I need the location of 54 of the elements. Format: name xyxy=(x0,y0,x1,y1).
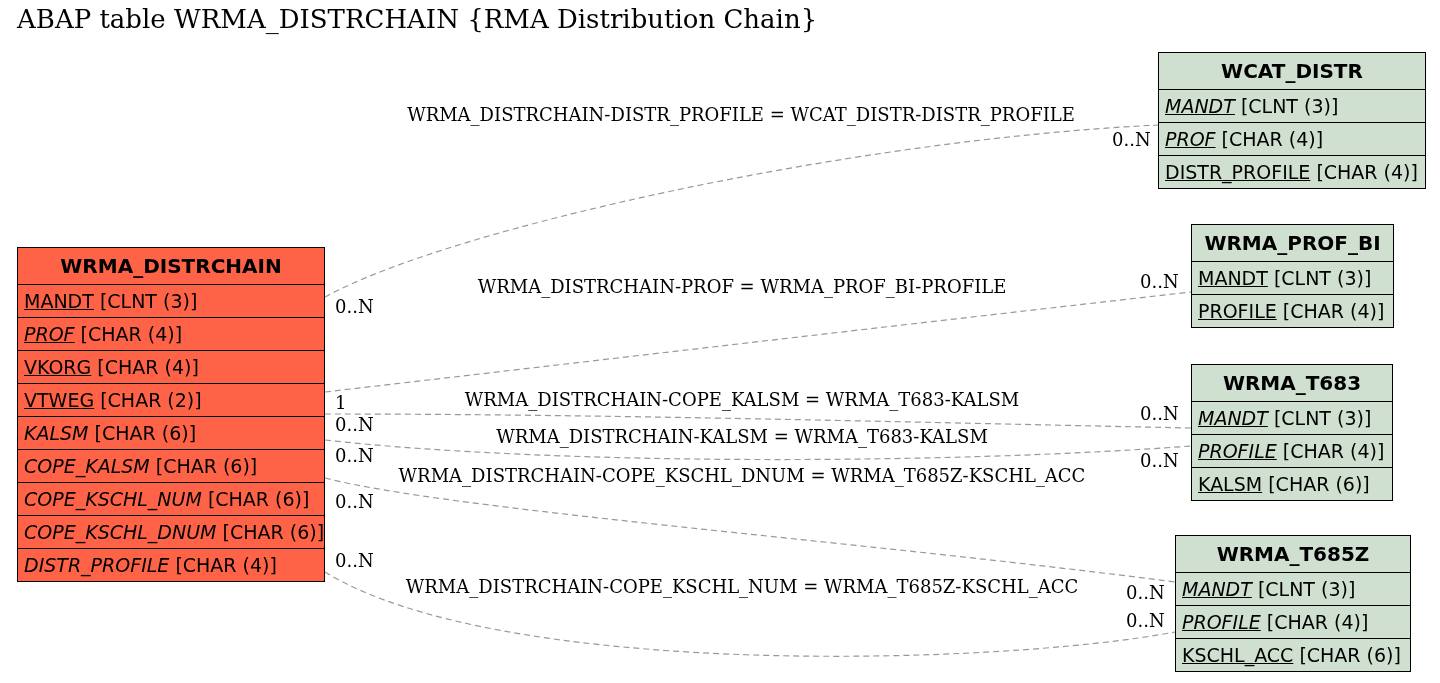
edge-label: WRMA_DISTRCHAIN-COPE_KALSM = WRMA_T683-KALSM xyxy=(462,389,1022,410)
field-row: PROF [CHAR (4)] xyxy=(1159,122,1425,155)
entity-table xyxy=(1191,364,1393,501)
cardinality-label: 0..N xyxy=(335,493,374,511)
cardinality-label: 1 xyxy=(335,394,347,412)
field-row: KSCHL_ACC [CHAR (6)] xyxy=(1176,638,1410,671)
field-row: PROFILE [CHAR (4)] xyxy=(1192,294,1393,327)
field-row: PROFILE [CHAR (4)] xyxy=(1176,605,1410,638)
field-row: DISTR_PROFILE [CHAR (4)] xyxy=(18,548,324,581)
field-row: VKORG [CHAR (4)] xyxy=(18,350,324,383)
field-row: PROF [CHAR (4)] xyxy=(18,317,324,350)
field-row: PROFILE [CHAR (4)] xyxy=(1192,434,1392,467)
cardinality-label: 0..N xyxy=(1112,131,1151,149)
entity-table xyxy=(1191,224,1394,328)
relationship-line xyxy=(324,477,1176,583)
field-row: COPE_KALSM [CHAR (6)] xyxy=(18,449,324,482)
cardinality-label: 0..N xyxy=(335,298,374,316)
field-row: COPE_KSCHL_NUM [CHAR (6)] xyxy=(18,482,324,515)
table-name: WRMA_DISTRCHAIN xyxy=(59,253,283,280)
relationship-line xyxy=(324,291,1192,393)
cardinality-label: 0..N xyxy=(1140,452,1179,470)
field-row: DISTR_PROFILE [CHAR (4)] xyxy=(1159,155,1425,188)
table-name: WRMA_T683 xyxy=(1221,370,1363,397)
edge-label: WRMA_DISTRCHAIN-COPE_KSCHL_NUM = WRMA_T685Z-KSCHL_ACC xyxy=(403,576,1081,597)
table-name: WRMA_T685Z xyxy=(1215,541,1371,568)
field-row: COPE_KSCHL_DNUM [CHAR (6)] xyxy=(18,515,324,548)
relationship-line xyxy=(324,124,1159,298)
cardinality-label: 0..N xyxy=(1140,405,1179,423)
field-row: KALSM [CHAR (6)] xyxy=(1192,467,1392,500)
relationship-line xyxy=(324,439,1192,461)
field-row: VTWEG [CHAR (2)] xyxy=(18,383,324,416)
cardinality-label: 0..N xyxy=(1126,584,1165,602)
field-row: MANDT [CLNT (3)] xyxy=(1192,401,1392,434)
edge-label: WRMA_DISTRCHAIN-KALSM = WRMA_T683-KALSM xyxy=(494,426,990,447)
table-name: WCAT_DISTR xyxy=(1220,58,1364,85)
edge-label: WRMA_DISTRCHAIN-DISTR_PROFILE = WCAT_DISTR-DISTR_PROFILE xyxy=(405,104,1077,125)
relationship-line xyxy=(324,571,1176,657)
entity-table xyxy=(1175,535,1411,672)
field-row: MANDT [CLNT (3)] xyxy=(18,284,324,317)
edge-label: WRMA_DISTRCHAIN-COPE_KSCHL_DNUM = WRMA_T685Z-KSCHL_ACC xyxy=(396,465,1088,486)
field-row: KALSM [CHAR (6)] xyxy=(18,416,324,449)
entity-table xyxy=(17,247,325,582)
diagram-title: ABAP table WRMA_DISTRCHAIN {RMA Distribution Chain} xyxy=(17,4,818,34)
table-name: WRMA_PROF_BI xyxy=(1203,230,1382,257)
entity-table xyxy=(1158,52,1426,189)
relationship-line xyxy=(324,413,1192,429)
cardinality-label: 0..N xyxy=(1126,612,1165,630)
field-row: MANDT [CLNT (3)] xyxy=(1176,572,1410,605)
cardinality-label: 0..N xyxy=(335,447,374,465)
cardinality-label: 0..N xyxy=(335,416,374,434)
field-row: MANDT [CLNT (3)] xyxy=(1192,261,1393,294)
cardinality-label: 0..N xyxy=(335,552,374,570)
cardinality-label: 0..N xyxy=(1140,273,1179,291)
field-row: MANDT [CLNT (3)] xyxy=(1159,89,1425,122)
